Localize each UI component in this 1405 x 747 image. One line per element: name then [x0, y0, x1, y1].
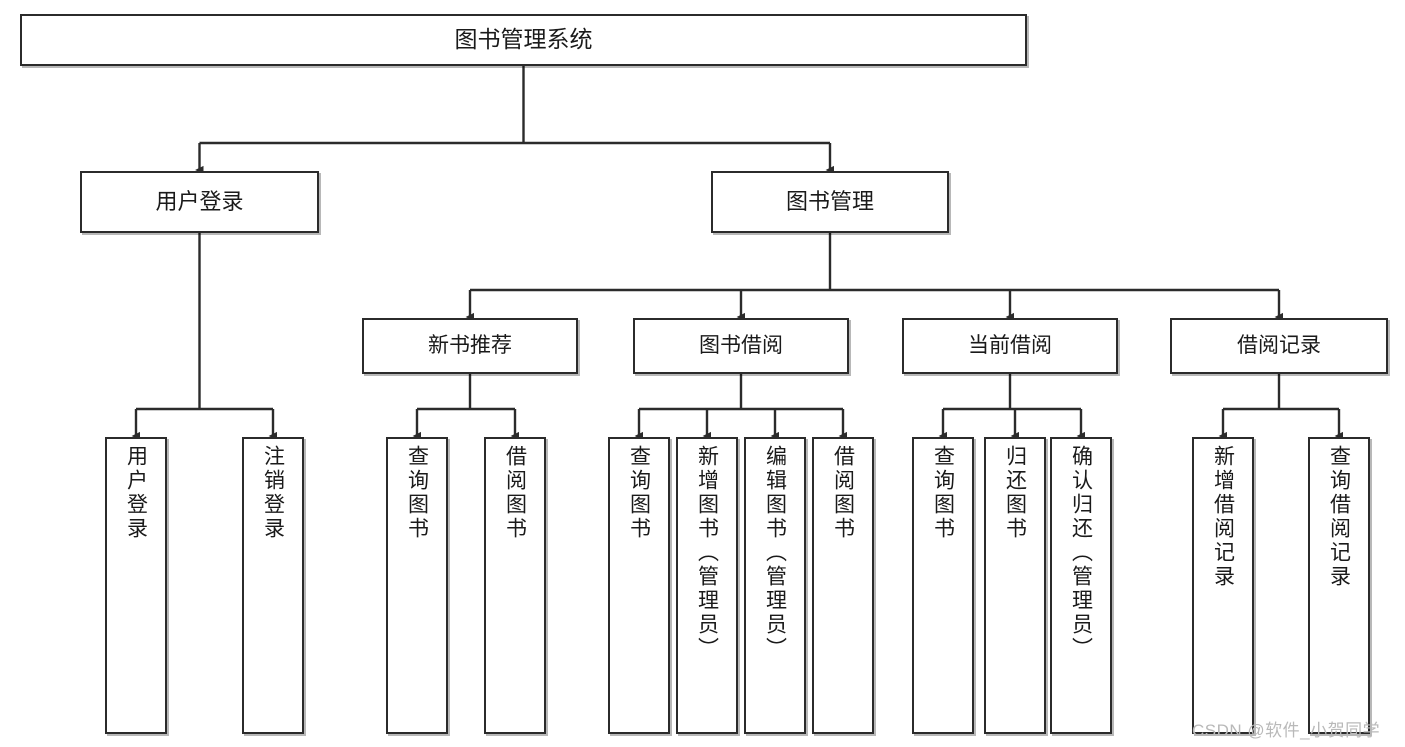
node-label-leaf-add-book: 新增图书（管理员）: [695, 445, 719, 661]
node-leaf-logout[interactable]: 注销登录: [242, 437, 304, 734]
node-label-new-book-rec: 新书推荐: [428, 333, 512, 357]
node-user-login[interactable]: 用户登录: [80, 171, 319, 233]
node-leaf-edit-book[interactable]: 编辑图书（管理员）: [744, 437, 806, 734]
node-leaf-confirm-return[interactable]: 确认归还（管理员）: [1050, 437, 1112, 734]
node-book-borrow[interactable]: 图书借阅: [633, 318, 849, 374]
node-leaf-query-record[interactable]: 查询借阅记录: [1308, 437, 1370, 734]
node-label-leaf-return-book: 归还图书: [1003, 445, 1027, 541]
node-label-leaf-borrow-book-2: 借阅图书: [831, 445, 855, 541]
watermark-text: CSDN @软件_小贺同学: [1192, 721, 1381, 740]
node-label-book-manage: 图书管理: [785, 189, 874, 215]
node-label-leaf-query-record: 查询借阅记录: [1327, 445, 1351, 589]
node-book-manage[interactable]: 图书管理: [711, 171, 949, 233]
node-current-borrow[interactable]: 当前借阅: [902, 318, 1118, 374]
node-new-book-rec[interactable]: 新书推荐: [362, 318, 578, 374]
node-leaf-borrow-book-1[interactable]: 借阅图书: [484, 437, 546, 734]
node-label-user-login: 用户登录: [155, 189, 244, 215]
node-leaf-add-record[interactable]: 新增借阅记录: [1192, 437, 1254, 734]
node-label-leaf-edit-book: 编辑图书（管理员）: [763, 445, 787, 661]
node-label-leaf-user-login: 用户登录: [124, 445, 148, 541]
node-label-leaf-query-book-3: 查询图书: [931, 445, 955, 541]
node-label-leaf-logout: 注销登录: [261, 445, 285, 541]
node-root[interactable]: 图书管理系统: [20, 14, 1027, 66]
node-label-book-borrow: 图书借阅: [699, 333, 783, 357]
node-leaf-query-book-1[interactable]: 查询图书: [386, 437, 448, 734]
node-label-leaf-confirm-return: 确认归还（管理员）: [1069, 445, 1093, 661]
node-label-borrow-record: 借阅记录: [1237, 333, 1321, 357]
node-label-current-borrow: 当前借阅: [968, 333, 1052, 357]
node-label-leaf-query-book-1: 查询图书: [405, 445, 429, 541]
node-leaf-query-book-3[interactable]: 查询图书: [912, 437, 974, 734]
node-leaf-return-book[interactable]: 归还图书: [984, 437, 1046, 734]
node-leaf-borrow-book-2[interactable]: 借阅图书: [812, 437, 874, 734]
connector-lines: [131, 66, 1343, 441]
node-leaf-user-login[interactable]: 用户登录: [105, 437, 167, 734]
node-label-leaf-add-record: 新增借阅记录: [1211, 445, 1235, 589]
node-borrow-record[interactable]: 借阅记录: [1170, 318, 1388, 374]
node-label-leaf-query-book-2: 查询图书: [627, 445, 651, 541]
node-leaf-query-book-2[interactable]: 查询图书: [608, 437, 670, 734]
node-leaf-add-book[interactable]: 新增图书（管理员）: [676, 437, 738, 734]
node-label-leaf-borrow-book-1: 借阅图书: [503, 445, 527, 541]
node-label-root: 图书管理系统: [454, 26, 593, 53]
